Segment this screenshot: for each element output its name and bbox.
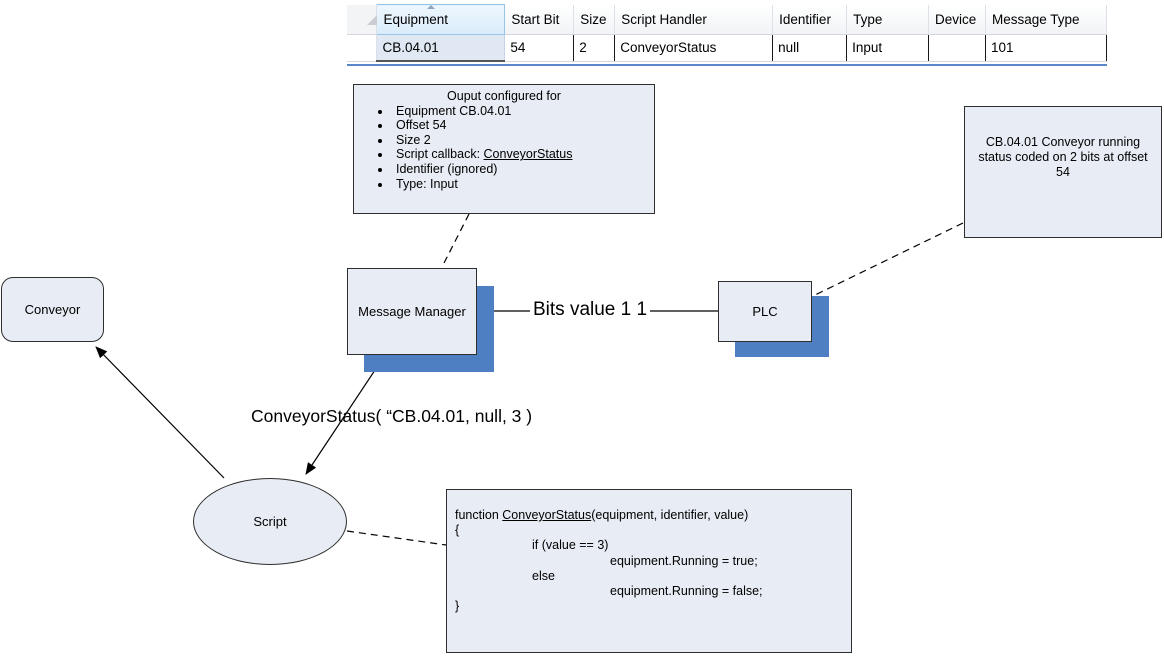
column-header-size[interactable]: Size [573,4,616,35]
column-header-device[interactable]: Device [928,4,986,35]
code-note-connector [346,530,447,546]
cell-size[interactable]: 2 [573,34,616,62]
script-node: Script [193,478,347,565]
column-header-type[interactable]: Type [846,4,930,35]
list-item: Script callback: ConveyorStatus [392,147,654,162]
list-item: Identifier (ignored) [392,162,654,177]
code-keyword: function [455,508,503,522]
script-to-conveyor-arrow [95,346,225,479]
code-function-name: ConveyorStatus [502,508,592,522]
bits-value-label: Bits value 1 1 [530,298,651,322]
code-line-close-brace: } [455,599,460,614]
callback-call-label: ConveyorStatus( “CB.04.01, null, 3 ) [251,406,533,426]
sort-ascending-icon [427,5,436,9]
config-note-connector [441,213,470,268]
cell-device[interactable] [928,34,986,62]
cell-type[interactable]: Input [846,34,930,62]
plc-node: PLC [718,281,812,342]
config-note-header: Ouput configured for [447,89,561,103]
cell-message-type[interactable]: 101 [985,34,1107,62]
list-item: Offset 54 [392,118,654,133]
manager-to-script-arrow [305,354,386,475]
code-line-else: else [532,568,555,583]
plc-status-note: CB.04.01 Conveyor running status coded o… [964,106,1162,238]
cell-identifier[interactable]: null [772,34,848,62]
table-row[interactable]: CB.04.01 54 2 ConveyorStatus null Input … [347,34,1107,62]
list-item: Size 2 [392,133,654,148]
grid-header-row: Equipment Start Bit Size Script Handler … [347,4,1107,35]
message-manager-node: Message Manager [347,268,477,355]
column-header-start-bit[interactable]: Start Bit [504,4,575,35]
column-header-equipment[interactable]: Equipment [376,4,506,35]
code-line-true: equipment.Running = true; [610,553,758,568]
row-header[interactable] [347,34,378,62]
code-line-function: function ConveyorStatus(equipment, ident… [455,508,851,523]
list-item: Type: Input [392,177,654,192]
select-all-icon [367,14,377,25]
plc-note-connector [812,222,964,297]
code-line-open-brace: { [455,523,460,538]
cell-equipment[interactable]: CB.04.01 [376,34,506,62]
code-line-if: if (value == 3) [532,538,609,553]
column-header-message-type[interactable]: Message Type [985,4,1107,35]
message-config-grid: Equipment Start Bit Size Script Handler … [347,4,1107,66]
output-config-note: Ouput configured for Equipment CB.04.01 … [353,84,655,214]
script-code-note: function ConveyorStatus(equipment, ident… [446,489,852,653]
cell-start-bit[interactable]: 54 [504,34,575,62]
column-header-label: Equipment [383,12,448,27]
column-header-script-handler[interactable]: Script Handler [614,4,774,35]
config-note-list: Equipment CB.04.01 Offset 54 Size 2 Scri… [354,104,654,192]
list-item: Equipment CB.04.01 [392,104,654,119]
conveyor-node: Conveyor [1,277,104,342]
code-params: (equipment, identifier, value) [591,508,749,522]
code-line-false: equipment.Running = false; [610,584,763,599]
cell-script-handler[interactable]: ConveyorStatus [614,34,774,62]
callback-label: Script callback: [396,147,484,162]
callback-name: ConveyorStatus [483,147,573,162]
column-header-identifier[interactable]: Identifier [772,4,848,35]
grid-corner[interactable] [347,4,378,35]
